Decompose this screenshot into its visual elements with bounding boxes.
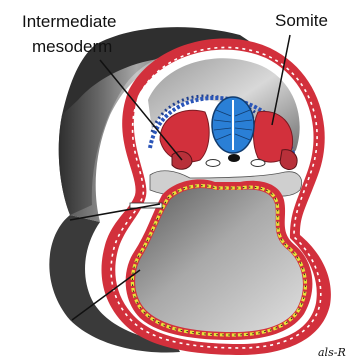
label-intermediate-line1: Intermediate: [22, 12, 117, 31]
intermediate-mesoderm-left: [172, 151, 192, 169]
neural-tube: [212, 97, 254, 153]
notochord: [228, 154, 240, 162]
artist-signature: als-R: [318, 346, 346, 359]
dorsal-aorta-left: [206, 160, 220, 167]
dorsal-aorta-right: [251, 160, 265, 167]
label-intermediate-line2: mesoderm: [32, 37, 112, 56]
label-somite: Somite: [275, 11, 328, 30]
